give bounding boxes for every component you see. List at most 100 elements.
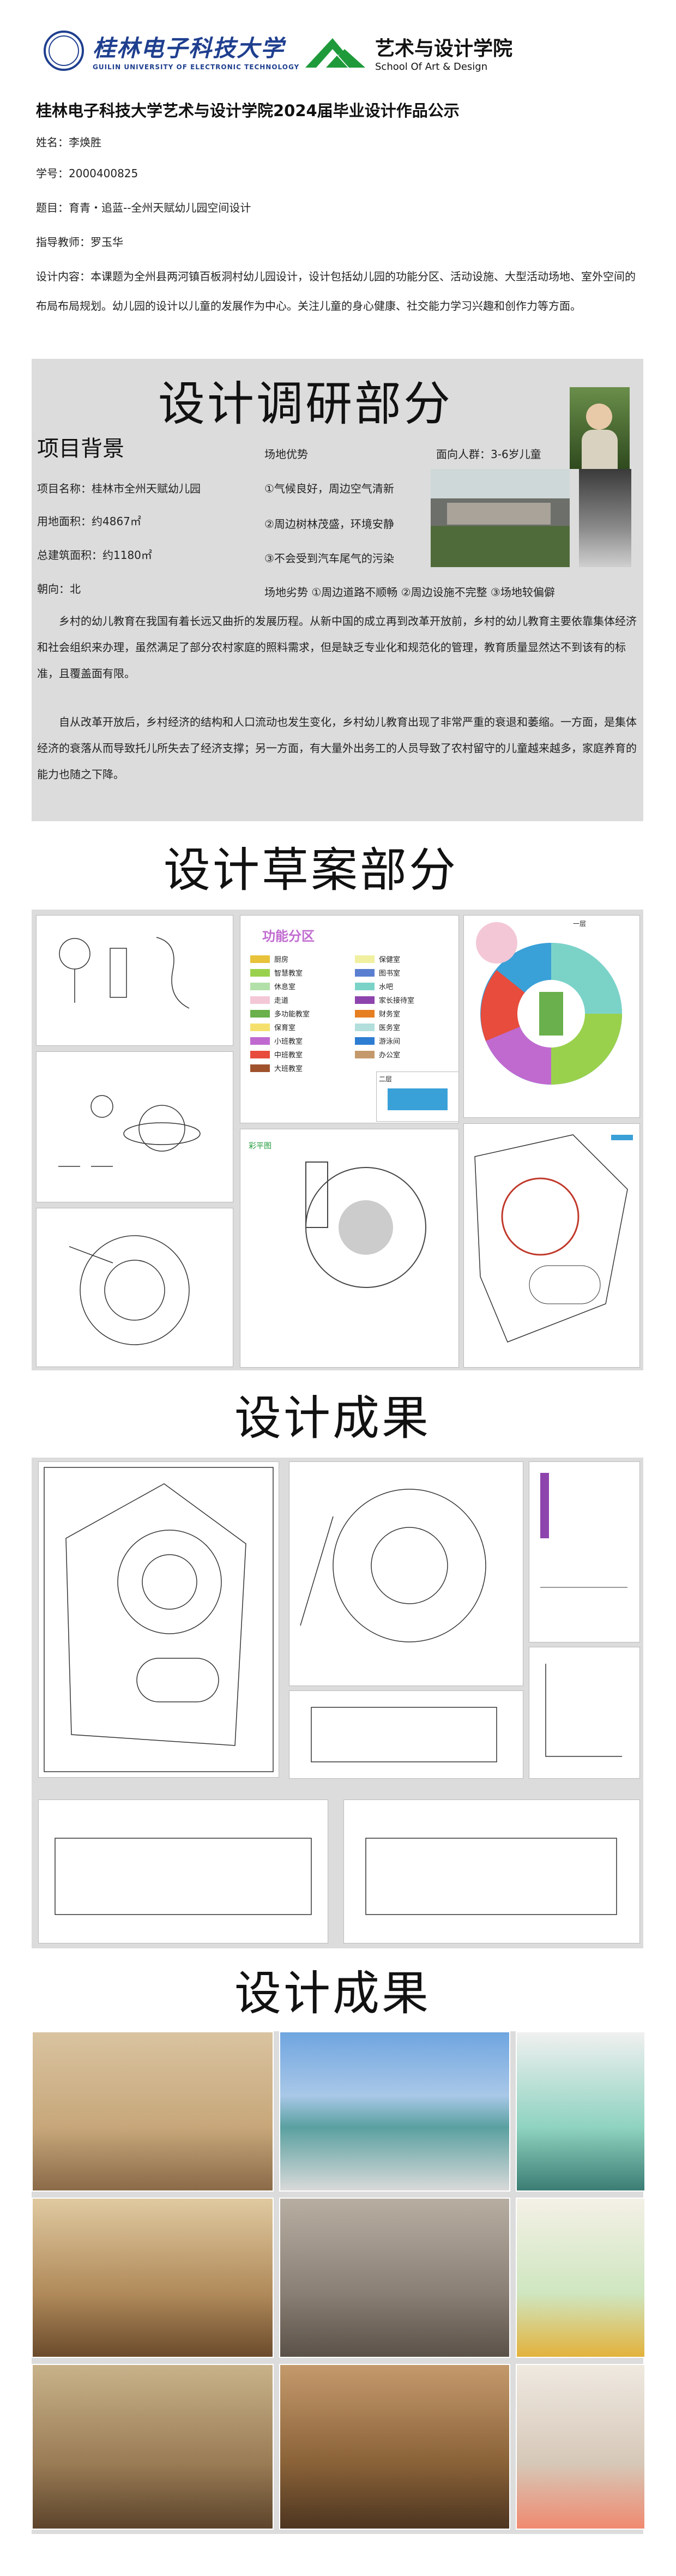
university-logo: 桂林电子科技大学 GUILIN UNIVERSITY OF ELECTRONIC… xyxy=(44,30,299,71)
zone-color-swatch xyxy=(355,1023,375,1031)
zone-color-swatch xyxy=(355,955,375,963)
zone-legend-item: 游泳间 xyxy=(355,1036,452,1046)
zone-label: 游泳间 xyxy=(379,1038,401,1046)
zone-legend-item: 医务室 xyxy=(355,1022,452,1032)
zone-legend-item: 小班教室 xyxy=(250,1036,347,1046)
sketch-plan xyxy=(36,1208,233,1367)
school-logo: 艺术与设计学院 School Of Art & Design xyxy=(305,33,512,73)
elevation-drawing-1 xyxy=(38,1799,328,1943)
rendering-corridor xyxy=(516,2364,645,2530)
research-heading: 设计调研部分 xyxy=(158,377,452,431)
zone-label: 水吧 xyxy=(379,983,394,991)
page-title: 桂林电子科技大学艺术与设计学院2024届毕业设计作品公示 xyxy=(36,101,460,120)
result-heading-2: 设计成果 xyxy=(234,1966,431,2021)
zone-legend-item: 图书室 xyxy=(355,967,452,978)
building-area: 总建筑面积：约1180㎡ xyxy=(37,549,152,562)
result-heading-1: 设计成果 xyxy=(234,1391,431,1446)
zone-legend-item: 保育室 xyxy=(250,1022,347,1032)
rendering-wall-art xyxy=(516,2198,645,2358)
color-plan-sheet: 彩平图 xyxy=(240,1129,459,1368)
zone-color-swatch xyxy=(355,982,375,990)
zone-label: 走道 xyxy=(274,997,289,1005)
zoning-legend-card: 功能分区 厨房 保健室智慧教室图书室休息室 水吧走道 家长接待室多功能教室 财务室保育室… xyxy=(240,915,459,1123)
zone-color-swatch xyxy=(250,1009,270,1018)
zone-legend-item: 中班教室 xyxy=(250,1049,347,1060)
rendering-lockers xyxy=(516,2031,645,2192)
zone-legend-item: 多功能教室 xyxy=(250,1008,347,1019)
university-name-cn: 桂林电子科技大学 xyxy=(93,35,285,62)
floor-two-label: 二层 xyxy=(379,1075,393,1083)
student-id: 学号：2000400825 xyxy=(36,167,138,180)
zone-label: 办公室 xyxy=(379,1051,401,1060)
zone-color-swatch xyxy=(250,968,270,977)
school-name-en: School Of Art & Design xyxy=(375,61,488,73)
target-audience: 面向人群：3-6岁儿童 xyxy=(436,448,541,461)
student-name: 姓名：李焕胜 xyxy=(36,136,101,149)
background-paragraph-1: 乡村的幼儿教育在我国有着长远又曲折的发展历程。从新中国的成立再到改革开放前，乡村… xyxy=(37,615,637,680)
zoning-title: 功能分区 xyxy=(262,929,315,944)
advisor: 指导教师：罗玉华 xyxy=(36,236,123,249)
zone-legend-item: 财务室 xyxy=(355,1008,452,1019)
zone-color-swatch xyxy=(250,982,270,990)
advantages-title: 场地优势 xyxy=(264,448,308,461)
zone-legend-item: 大班教室 xyxy=(250,1063,347,1073)
draft-heading: 设计草案部分 xyxy=(164,843,458,898)
zone-color-swatch xyxy=(250,996,270,1004)
site-disadvantages: 场地劣势 ①周边道路不顺畅 ②周边设施不完整 ③场地较偏僻 xyxy=(264,586,555,599)
zone-label: 休息室 xyxy=(274,983,296,991)
orientation: 朝向：北 xyxy=(37,582,81,595)
zoning-diagram: 一层 xyxy=(463,915,640,1118)
zone-color-swatch xyxy=(355,1009,375,1018)
school-triangle-icon xyxy=(305,38,365,68)
child-photo xyxy=(570,387,630,469)
zone-color-swatch xyxy=(250,1050,270,1058)
floor-plan-drawing xyxy=(289,1461,523,1686)
university-name-en: GUILIN UNIVERSITY OF ELECTRONIC TECHNOLO… xyxy=(93,63,300,71)
zone-legend-item: 厨房 xyxy=(250,954,347,964)
floor-one-label: 一层 xyxy=(573,920,587,928)
material-legend xyxy=(529,1461,640,1642)
school-name-cn: 艺术与设计学院 xyxy=(375,38,513,60)
section-drawing xyxy=(289,1690,523,1779)
site-photo-1 xyxy=(431,469,570,567)
site-plan-sheet xyxy=(463,1123,640,1368)
zone-legend-item: 水吧 xyxy=(355,981,452,991)
rendering-classroom-2 xyxy=(32,2198,274,2358)
zone-label: 中班教室 xyxy=(274,1051,303,1060)
project-name: 项目名称：桂林市全州天赋幼儿园 xyxy=(37,482,201,495)
sketch-tree xyxy=(36,915,233,1046)
zone-label: 厨房 xyxy=(274,956,289,964)
elevation-drawing-2 xyxy=(343,1799,640,1943)
zone-label: 保健室 xyxy=(379,956,401,964)
detail-drawing xyxy=(529,1647,640,1779)
zone-legend-item: 走道 xyxy=(250,995,347,1005)
land-area: 用地面积：约4867㎡ xyxy=(37,515,141,528)
master-plan-drawing xyxy=(38,1461,279,1778)
zone-color-swatch xyxy=(250,1064,270,1072)
design-content: 设计内容：本课题为全州县两河镇百板洞村幼儿园设计，设计包括幼儿园的功能分区、活动… xyxy=(36,270,636,312)
rendering-music-room xyxy=(32,2364,274,2530)
research-panel xyxy=(32,359,643,821)
color-plan-label: 彩平图 xyxy=(249,1142,271,1151)
sketch-play xyxy=(36,1051,233,1202)
zone-legend-item: 家长接待室 xyxy=(355,995,452,1005)
zone-label: 小班教室 xyxy=(274,1038,303,1046)
zone-legend: 厨房 保健室智慧教室图书室休息室 水吧走道 家长接待室多功能教室 财务室保育室 医务室小班… xyxy=(250,954,452,1073)
zone-color-swatch xyxy=(250,955,270,963)
zone-color-swatch xyxy=(250,1037,270,1045)
floor-two-plan: 二层 xyxy=(376,1072,459,1122)
advantage-1: ①气候良好，周边空气清新 xyxy=(264,482,394,495)
background-paragraph-2: 自从改革开放后，乡村经济的结构和人口流动也发生变化，乡村幼儿教育出现了非常严重的… xyxy=(37,715,637,781)
zone-color-swatch xyxy=(355,996,375,1004)
rendering-study-room xyxy=(279,2364,510,2530)
zone-label: 大班教室 xyxy=(274,1065,303,1073)
site-photo-2 xyxy=(579,469,631,567)
university-seal-icon xyxy=(44,30,84,71)
zone-legend-item: 智慧教室 xyxy=(250,967,347,978)
zone-legend-item: 保健室 xyxy=(355,954,452,964)
rendering-rooftop xyxy=(279,2031,510,2192)
zone-label: 医务室 xyxy=(379,1024,401,1032)
zone-label: 多功能教室 xyxy=(274,1010,310,1019)
zone-label: 财务室 xyxy=(379,1010,401,1019)
zoning-ring-diagram xyxy=(476,922,622,1085)
